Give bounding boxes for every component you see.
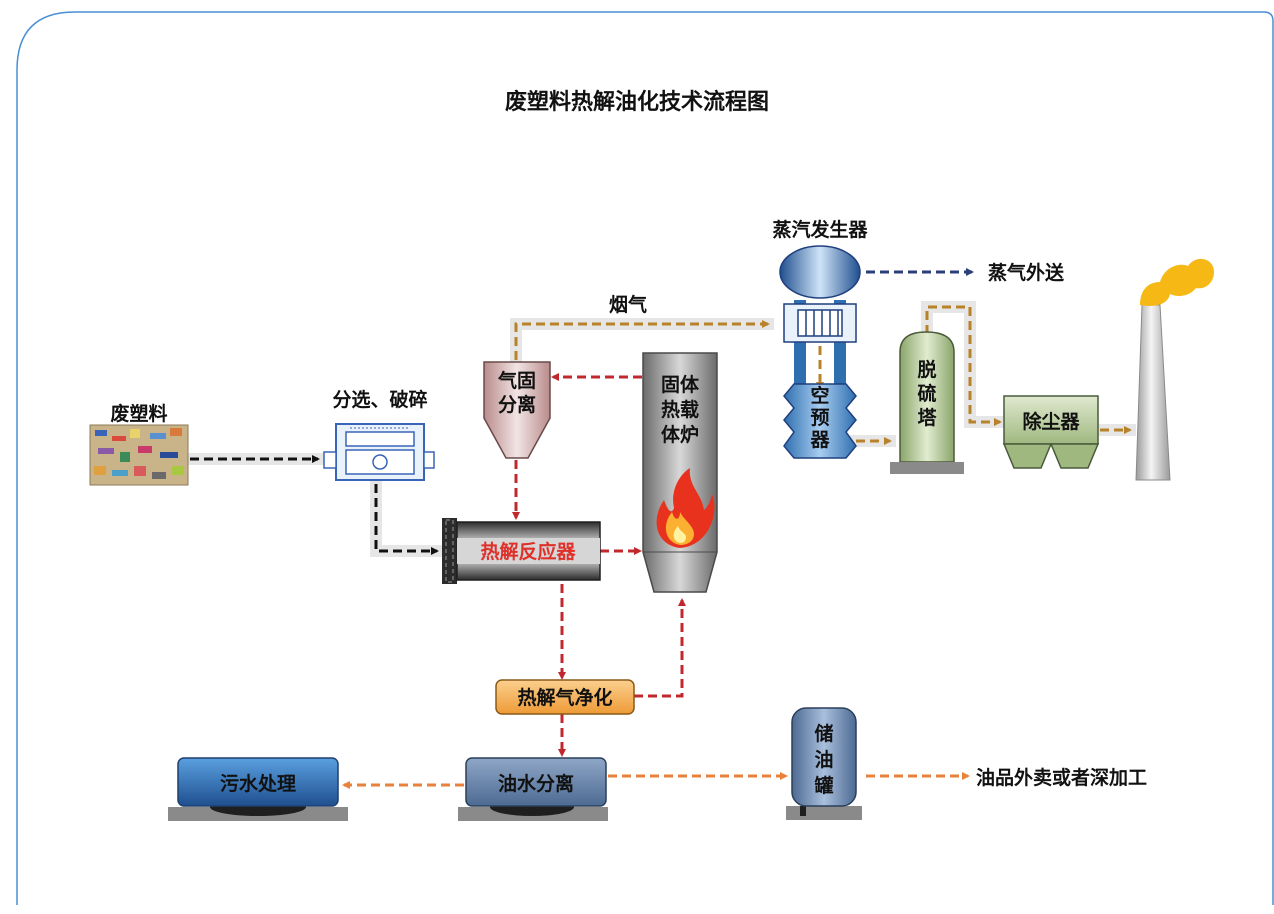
oil-water-separator: [458, 757, 608, 821]
storage-tank-label-2: 油: [814, 749, 833, 771]
solid-heat-carrier-furnace: [642, 352, 718, 593]
gas-solid-separator: [483, 361, 551, 459]
flue-gas-label: 烟气: [609, 293, 647, 316]
gas-purification-label: 热解气净化: [517, 686, 612, 709]
diagram-title: 废塑料热解油化技术流程图: [505, 89, 769, 115]
furnace-label-2: 热载: [661, 398, 699, 421]
storage-tank-label-1: 储: [814, 722, 833, 745]
storage-tank-label-3: 罐: [813, 774, 833, 797]
furnace-label-1: 固体: [661, 373, 700, 396]
desulfurization-label-3: 塔: [917, 406, 937, 429]
air-preheater-label-1: 空: [810, 384, 829, 407]
air-preheater-label-2: 预: [810, 407, 829, 429]
air-preheater: [783, 383, 857, 459]
desulfurization-label-2: 硫: [917, 382, 936, 405]
waste-plastic-label: 废塑料: [110, 402, 167, 425]
dust-collector-label: 除尘器: [1022, 410, 1080, 433]
dust-collector: [1002, 395, 1100, 469]
steam-generator-label: 蒸汽发生器: [772, 218, 868, 241]
gas-solid-separator-label-2: 分离: [498, 393, 536, 416]
air-preheater-label-3: 器: [809, 429, 830, 451]
gas-solid-separator-label-1: 气固: [497, 369, 536, 392]
gas-purification-unit: [495, 679, 635, 715]
wastewater-treatment-unit: [168, 757, 348, 821]
smoke-icon: [1140, 258, 1214, 306]
page-border: [16, 11, 1274, 905]
flow-sorting-to-reactor: [374, 484, 439, 555]
flow-purification-to-furnace: [634, 598, 686, 698]
flow-desulfurization-to-dust: [925, 305, 1002, 426]
sorting-crushing-label: 分选、破碎: [332, 388, 427, 411]
furnace-label-3: 体炉: [661, 423, 699, 446]
desulfurization-label-1: 脱: [917, 358, 936, 381]
pyrolysis-reactor-label: 热解反应器: [480, 540, 576, 563]
waste-plastic-image: [89, 424, 189, 486]
oil-output-label: 油品外卖或者深加工: [976, 766, 1147, 789]
steam-generator: [779, 245, 861, 398]
chimney: [1135, 258, 1214, 481]
wastewater-treatment-label: 污水处理: [220, 772, 296, 795]
flow-flue-gas-to-steam-generator: [514, 320, 770, 360]
sorting-crusher-machine: [323, 423, 435, 481]
steam-export-label: 蒸气外送: [988, 261, 1065, 284]
oil-storage-tank: [786, 707, 862, 820]
pyrolysis-reactor: [442, 518, 601, 584]
oil-water-separation-label: 油水分离: [498, 772, 574, 795]
desulfurization-tower: [890, 331, 964, 474]
